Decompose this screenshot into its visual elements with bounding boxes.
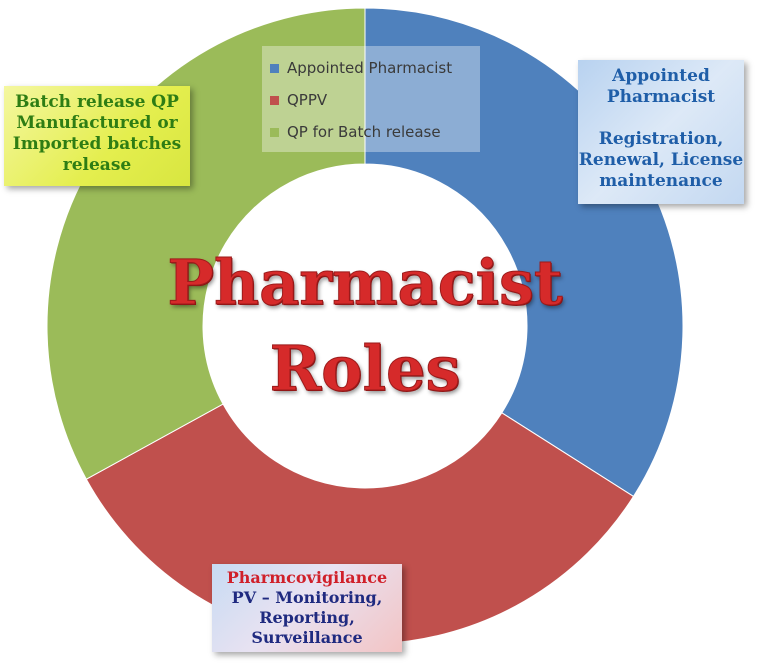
- callout-line: Reporting,: [259, 608, 355, 627]
- center-title: Pharmacist Roles: [160, 240, 570, 412]
- callout-line: Batch release QP: [15, 92, 179, 112]
- callout-line: Pharmacist: [606, 87, 716, 107]
- center-title-line-1: Pharmacist: [167, 246, 563, 320]
- legend-label: Appointed Pharmacist: [287, 59, 453, 77]
- legend-label: QPPV: [287, 91, 328, 109]
- legend-swatch-qppv: [270, 95, 279, 105]
- legend-item-qp-batch-release: QP for Batch release: [270, 116, 480, 148]
- callout-line: release: [62, 155, 132, 175]
- legend-swatch-qp-batch-release: [270, 127, 279, 137]
- callout-line: Manufactured or: [16, 113, 178, 133]
- legend: Appointed Pharmacist QPPV QP for Batch r…: [262, 46, 480, 152]
- callout-batch-release: Batch release QP Manufactured or Importe…: [4, 86, 190, 186]
- callout-spacer: [578, 108, 744, 129]
- legend-item-appointed-pharmacist: Appointed Pharmacist: [270, 52, 480, 84]
- callout-line: Renewal, License: [578, 150, 744, 170]
- callout-appointed-pharmacist: Appointed Pharmacist Registration, Renew…: [578, 60, 744, 204]
- callout-line: Registration,: [598, 129, 724, 149]
- callout-line: maintenance: [599, 171, 723, 191]
- center-title-line-2: Roles: [269, 332, 461, 406]
- callout-line: Appointed: [612, 66, 710, 86]
- legend-item-qppv: QPPV: [270, 84, 480, 116]
- callout-line: Imported batches: [12, 134, 182, 154]
- callout-line: PV – Monitoring,: [231, 588, 383, 607]
- callout-pharmacovigilance: Pharmcovigilance PV – Monitoring, Report…: [212, 564, 402, 652]
- callout-heading: Pharmcovigilance: [226, 568, 388, 587]
- callout-line: Surveillance: [251, 628, 363, 647]
- legend-swatch-appointed-pharmacist: [270, 63, 279, 73]
- legend-label: QP for Batch release: [287, 123, 441, 141]
